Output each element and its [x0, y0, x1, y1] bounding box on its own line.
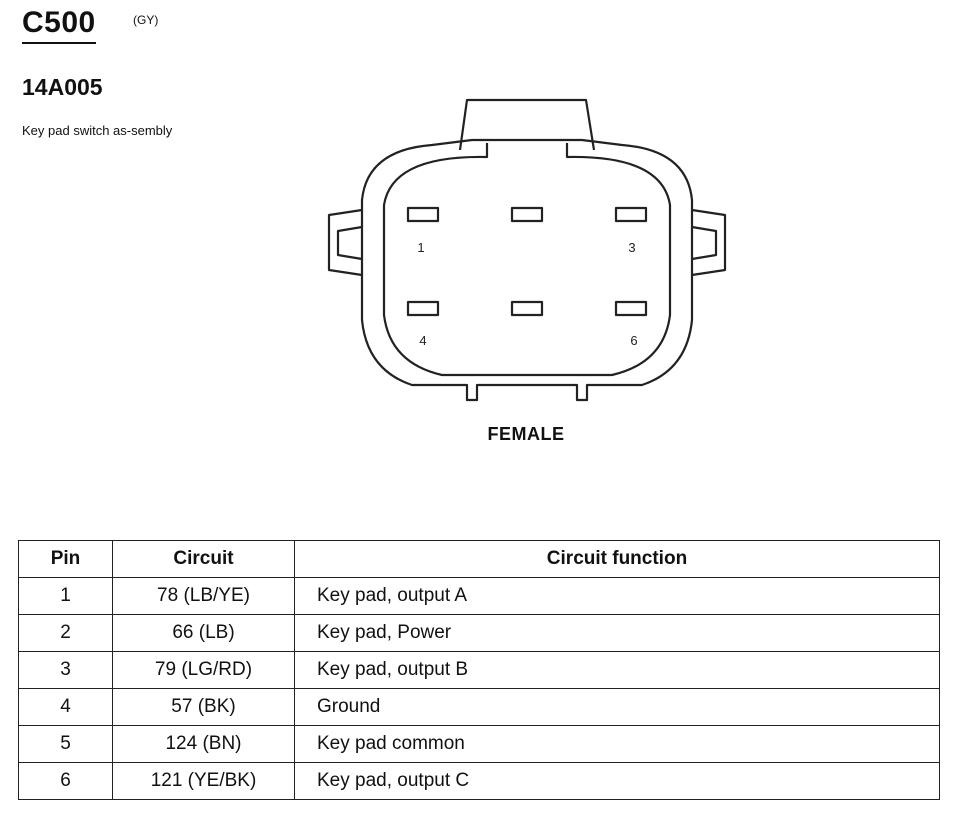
- connector-right-ear: [691, 208, 727, 277]
- connector-left-ear-inner: [336, 225, 363, 261]
- header-pin: Pin: [18, 540, 113, 578]
- cell-pin: 1: [18, 577, 113, 615]
- cell-pin: 3: [18, 651, 113, 689]
- header-circuit-function: Circuit function: [294, 540, 940, 578]
- pin-label-6: 6: [630, 333, 637, 348]
- cell-circuit: 79 (LG/RD): [112, 651, 295, 689]
- connector-color-code: (GY): [133, 13, 159, 27]
- cell-pin: 6: [18, 762, 113, 800]
- cell-function: Key pad, output B: [294, 651, 940, 689]
- pin-slot-5: [510, 300, 544, 317]
- connector-face-diagram: 1 3 4 6: [327, 98, 727, 402]
- cell-circuit: 78 (LB/YE): [112, 577, 295, 615]
- connector-inner-cavity: [382, 143, 672, 377]
- cell-pin: 4: [18, 688, 113, 726]
- table-row: 5 124 (BN) Key pad common: [18, 725, 940, 763]
- table-header-row: Pin Circuit Circuit function: [18, 540, 940, 578]
- table-row: 1 78 (LB/YE) Key pad, output A: [18, 577, 940, 615]
- cell-circuit: 121 (YE/BK): [112, 762, 295, 800]
- cell-function: Key pad, output C: [294, 762, 940, 800]
- connector-gender-label: FEMALE: [487, 424, 565, 444]
- pin-label-3: 3: [628, 240, 635, 255]
- cell-circuit: 66 (LB): [112, 614, 295, 652]
- connector-left-ear: [327, 208, 363, 277]
- cell-function: Key pad, Power: [294, 614, 940, 652]
- pin-table: Pin Circuit Circuit function 1 78 (LB/YE…: [18, 540, 940, 800]
- table-row: 3 79 (LG/RD) Key pad, output B: [18, 651, 940, 689]
- cell-function: Key pad, output A: [294, 577, 940, 615]
- cell-pin: 5: [18, 725, 113, 763]
- pin-slot-6: [614, 300, 648, 317]
- table-row: 2 66 (LB) Key pad, Power: [18, 614, 940, 652]
- header-circuit: Circuit: [112, 540, 295, 578]
- table-row: 6 121 (YE/BK) Key pad, output C: [18, 762, 940, 800]
- pin-label-1: 1: [417, 240, 424, 255]
- cell-function: Key pad common: [294, 725, 940, 763]
- cell-circuit: 124 (BN): [112, 725, 295, 763]
- connector-description: Key pad switch as-sembly: [22, 123, 173, 138]
- pin-label-4: 4: [419, 333, 426, 348]
- part-number: 14A005: [22, 74, 103, 100]
- connector-right-ear-inner: [691, 225, 718, 261]
- pin-slot-3: [614, 206, 648, 223]
- cell-circuit: 57 (BK): [112, 688, 295, 726]
- cell-pin: 2: [18, 614, 113, 652]
- table-row: 4 57 (BK) Ground: [18, 688, 940, 726]
- cell-function: Ground: [294, 688, 940, 726]
- pin-slot-2: [510, 206, 544, 223]
- connector-outer-housing: [360, 138, 694, 402]
- pin-slot-4: [406, 300, 440, 317]
- connector-top-latch: [458, 98, 596, 151]
- pin-slot-1: [406, 206, 440, 223]
- connector-id: C500: [22, 6, 96, 44]
